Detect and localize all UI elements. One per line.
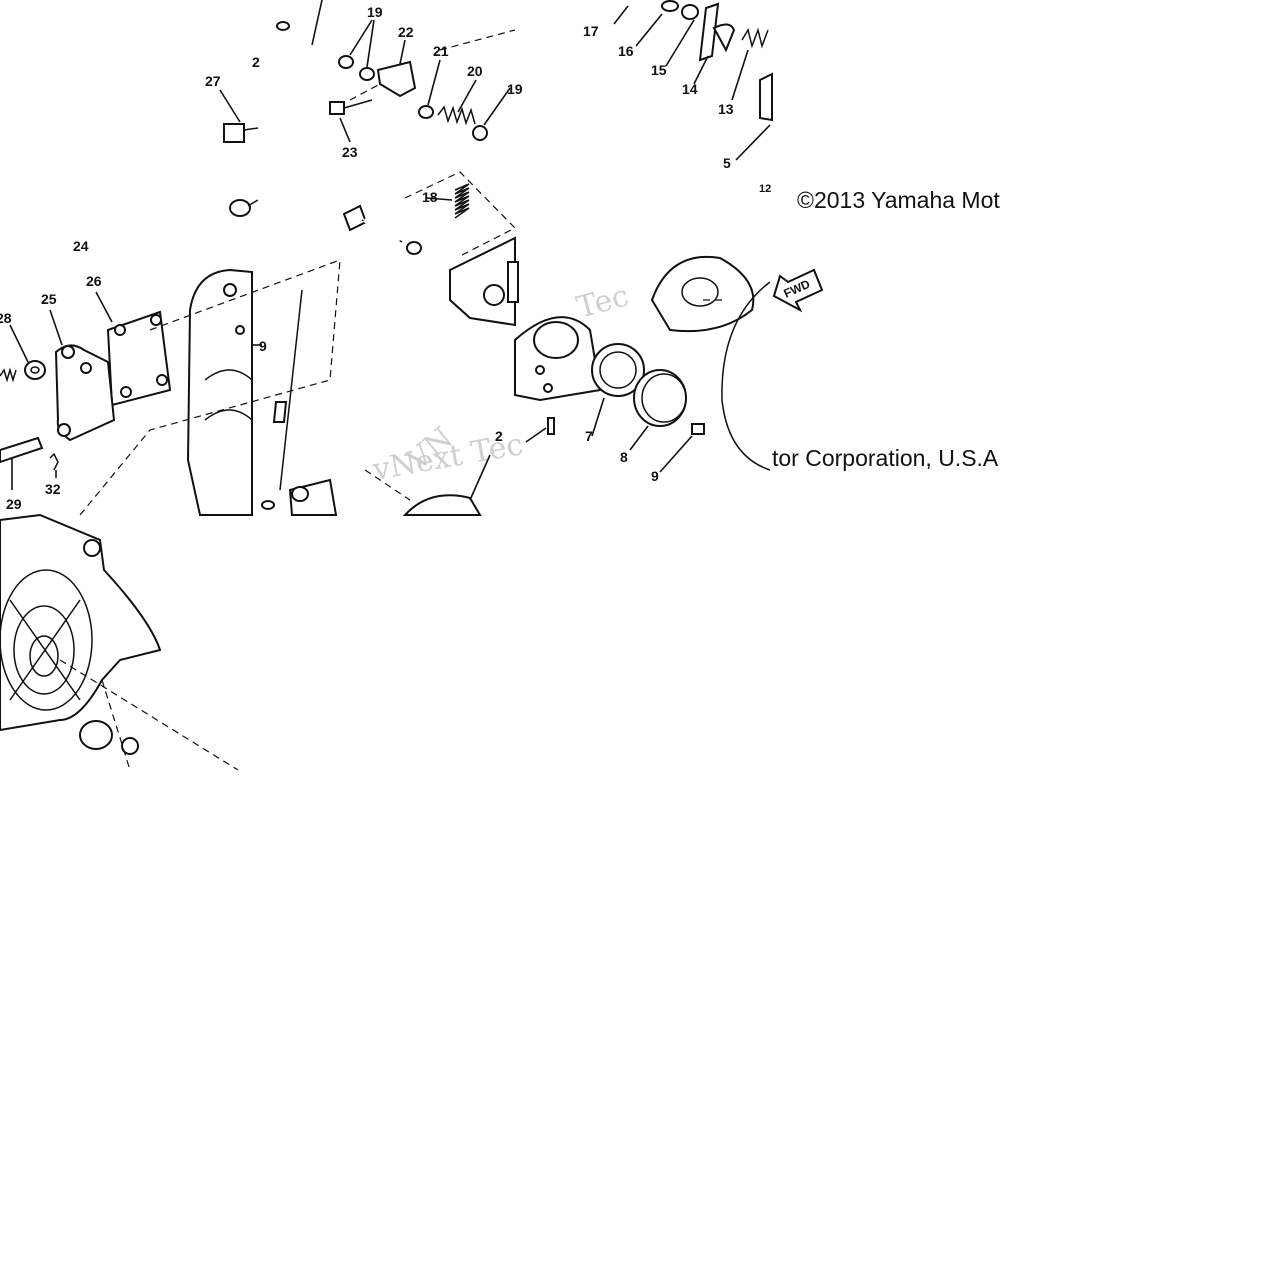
mount-bolt-part bbox=[342, 204, 422, 255]
screw-part bbox=[659, 423, 705, 473]
svg-text:Tec: Tec bbox=[573, 278, 633, 325]
oil-seal-part bbox=[79, 720, 113, 750]
rotor-fragment-part bbox=[402, 494, 482, 516]
callout-13: 13 bbox=[718, 101, 734, 117]
callout-8: 8 bbox=[620, 449, 628, 465]
copyright-line-1: ©2013 Yamaha Mot bbox=[797, 187, 1000, 213]
callout-16: 16 bbox=[618, 43, 634, 59]
callout-14: 14 bbox=[682, 81, 698, 97]
seal-ring-part bbox=[591, 343, 645, 437]
spring-part bbox=[418, 29, 516, 141]
linkage-parts-group: vNext Tec VN bbox=[0, 0, 526, 516]
callout-2: 2 bbox=[495, 428, 503, 444]
callout-19: 19 bbox=[367, 4, 383, 20]
short-bolt-part bbox=[329, 99, 373, 143]
pin-part bbox=[0, 436, 59, 490]
nut-part bbox=[338, 19, 375, 81]
callout-24: 24 bbox=[73, 238, 89, 254]
callout-9: 9 bbox=[259, 338, 267, 354]
callout-22: 22 bbox=[398, 24, 414, 40]
callout-23: 23 bbox=[342, 144, 358, 160]
support-arm-part bbox=[49, 309, 116, 442]
watermark-text: Tec bbox=[573, 278, 633, 325]
long-bolt-part bbox=[276, 0, 341, 57]
callout-18: 18 bbox=[422, 189, 438, 205]
copyright-line-2: tor Corporation, U.S.A bbox=[772, 445, 999, 471]
callout-9: 9 bbox=[651, 468, 659, 484]
control-rod-part bbox=[261, 289, 338, 516]
throttle-housing-part bbox=[449, 236, 519, 327]
dowel-pin-part bbox=[525, 417, 555, 443]
callout-17: 17 bbox=[583, 23, 599, 39]
callout-15: 15 bbox=[651, 62, 667, 78]
tile-edge-mask bbox=[1028, 150, 1285, 490]
callout-21: 21 bbox=[433, 43, 449, 59]
callout-32: 32 bbox=[45, 481, 61, 497]
bracket-part bbox=[349, 39, 417, 101]
callout-7: 7 bbox=[585, 428, 593, 444]
return-spring-part bbox=[404, 171, 517, 256]
engine-cover-part bbox=[186, 268, 262, 516]
washer-part bbox=[0, 324, 46, 383]
mounting-plate-part bbox=[95, 291, 172, 407]
copyright-notice: ©2013 Yamaha Mot tor Corporation, U.S.A bbox=[772, 187, 1000, 471]
callout-12: 12 bbox=[759, 183, 771, 195]
callout-28: 28 bbox=[0, 310, 12, 326]
callout-2: 2 bbox=[252, 54, 260, 70]
callout-29: 29 bbox=[6, 496, 22, 512]
callout-27: 27 bbox=[205, 73, 221, 89]
disc-parts-group: Tec FWD bbox=[469, 255, 824, 501]
crankcase-group bbox=[0, 513, 239, 771]
callout-19: 19 bbox=[507, 81, 523, 97]
callout-labels: 2 2 5 7 8 9 9 12 13 14 15 16 17 18 19 19… bbox=[0, 4, 771, 512]
callout-25: 25 bbox=[41, 291, 57, 307]
cap-part bbox=[629, 369, 687, 451]
callout-20: 20 bbox=[467, 63, 483, 79]
callout-5: 5 bbox=[723, 155, 731, 171]
bolt-27-part bbox=[219, 89, 259, 217]
forward-arrow-icon: FWD bbox=[772, 268, 824, 313]
throttle-link-parts-group bbox=[613, 0, 773, 161]
callout-26: 26 bbox=[86, 273, 102, 289]
